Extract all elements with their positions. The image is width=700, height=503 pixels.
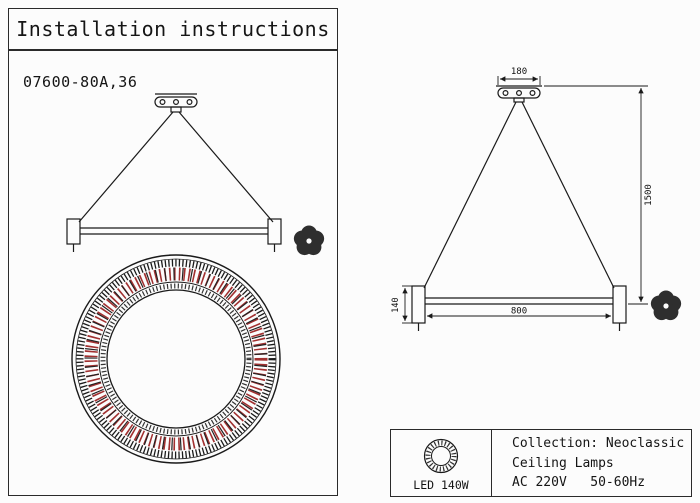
flower-icon <box>650 290 682 321</box>
side-view-diagram <box>66 93 282 252</box>
ring-width-dimension-label: 800 <box>511 307 527 317</box>
mount-width-dimension <box>497 76 541 85</box>
lamp-wattage-label: LED 140W <box>413 477 469 492</box>
left-diagram <box>66 93 325 464</box>
model-number: 07600-80A,36 <box>23 73 138 91</box>
suspension-wire-left <box>78 111 174 223</box>
lamp-cell: LED 140W <box>391 430 492 496</box>
ring-side-view <box>411 285 627 331</box>
crystal-band-red <box>84 267 268 451</box>
spec-box: LED 140W Collection: Neoclassic Ceiling … <box>390 429 692 497</box>
ring-thickness-dimension <box>402 285 412 324</box>
mount-width-dimension-label: 180 <box>511 67 527 77</box>
power-label: AC 220V 50-60Hz <box>512 475 646 490</box>
suspension-wires-dim <box>423 101 615 289</box>
ceiling-mount-dim <box>496 85 542 103</box>
title-box: Installation instructions <box>8 8 338 50</box>
category-label: Ceiling Lamps <box>512 455 614 471</box>
collection-label: Collection: Neoclassic <box>512 436 685 451</box>
ring-end-cap-left <box>66 218 81 245</box>
lamp-ring-icon <box>423 438 459 473</box>
ring-thickness-dimension-label: 140 <box>391 297 401 312</box>
ring-top-view <box>71 254 281 464</box>
dimension-diagram: 180 140 800 <box>391 67 682 331</box>
spec-text-cell: Collection: Neoclassic Ceiling Lamps AC … <box>492 430 691 496</box>
page-title: Installation instructions <box>16 17 330 41</box>
suspension-wire-right <box>178 111 274 223</box>
ring-end-cap-right <box>267 218 282 245</box>
drop-height-dimension <box>544 85 648 305</box>
ceiling-mount <box>154 96 198 108</box>
drop-height-dimension-label: 1500 <box>644 184 654 206</box>
left-panel: 07600-80A,36 <box>8 50 338 496</box>
flower-icon <box>293 225 325 256</box>
